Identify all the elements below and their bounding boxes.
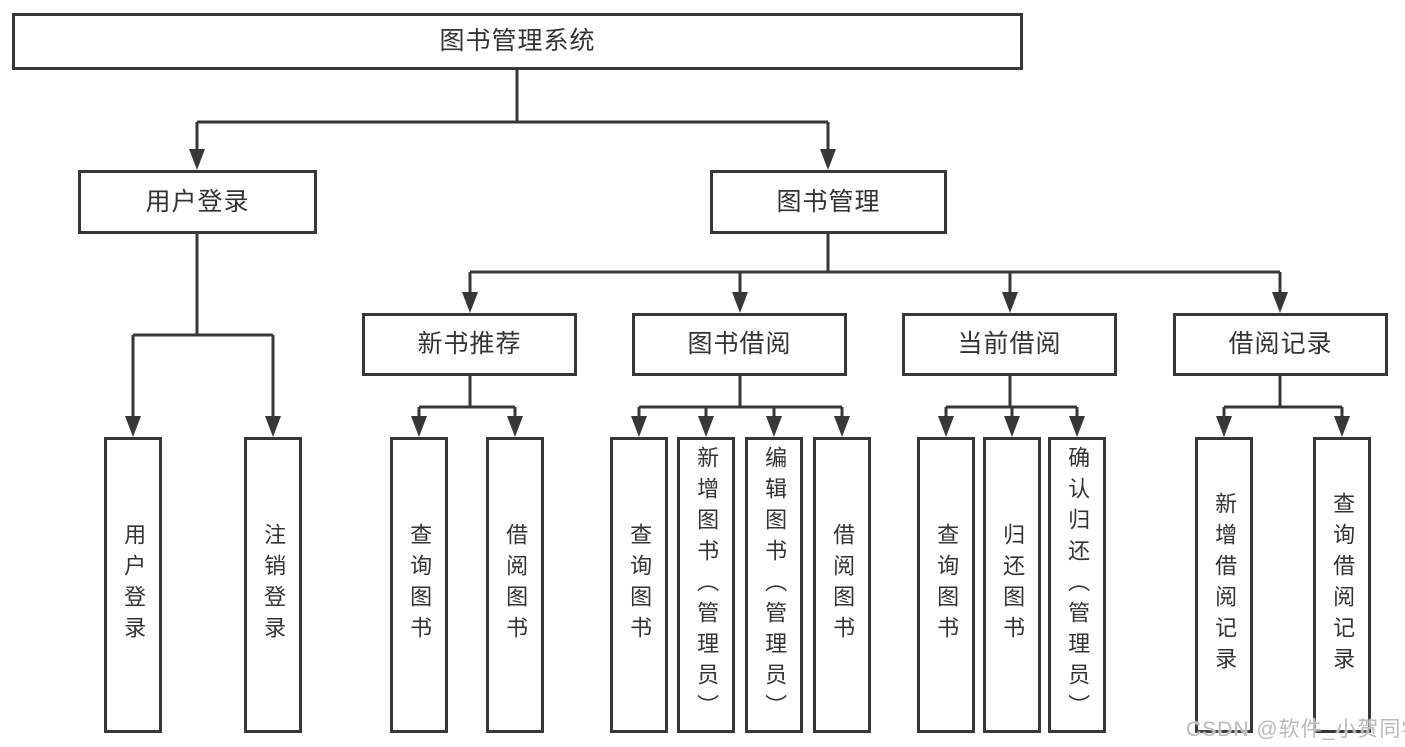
leaf-user-login: 用户登录 [104,437,162,733]
leaf-user-login-label: 用户登录 [121,523,147,647]
node-borrowing-records-label: 借阅记录 [1228,330,1333,358]
leaf-logout: 注销登录 [244,437,302,733]
leaf-add-books-admin: 新增图书（管理员） [677,437,735,733]
node-user-login-label: 用户登录 [145,187,250,216]
leaf-query-books-current-label: 查询图书 [934,523,960,647]
leaf-borrow-books-recommend: 借阅图书 [486,437,544,733]
leaf-query-books-recommend-label: 查询图书 [407,523,433,647]
watermark-text: CSDN @软件_小贺同学 [1186,718,1405,741]
node-new-book-recommend-label: 新书推荐 [417,330,522,358]
leaf-add-borrow-record: 新增借阅记录 [1195,437,1253,733]
leaf-borrow-books: 借阅图书 [813,437,871,733]
leaf-add-books-admin-label: 新增图书（管理员） [694,445,720,725]
leaf-query-books-current: 查询图书 [917,437,975,733]
leaf-query-borrow-record-label: 查询借阅记录 [1330,492,1356,678]
leaf-query-books-recommend: 查询图书 [390,437,448,733]
node-current-borrowing-label: 当前借阅 [957,330,1062,358]
leaf-logout-label: 注销登录 [261,523,287,647]
leaf-confirm-return-admin: 确认归还（管理员） [1048,437,1106,733]
node-book-management-label: 图书管理 [776,187,881,216]
node-new-book-recommend: 新书推荐 [362,313,577,376]
node-root: 图书管理系统 [12,13,1023,70]
node-current-borrowing: 当前借阅 [902,313,1117,376]
leaf-return-books: 归还图书 [983,437,1041,733]
leaf-query-borrow-record: 查询借阅记录 [1313,437,1371,733]
node-root-label: 图书管理系统 [439,27,596,55]
leaf-borrow-books-label: 借阅图书 [830,523,856,647]
node-book-borrowing-label: 图书借阅 [687,330,792,358]
leaf-edit-books-admin: 编辑图书（管理员） [745,437,803,733]
leaf-query-books-borrowing-label: 查询图书 [627,523,653,647]
node-user-login: 用户登录 [78,170,317,234]
leaf-add-borrow-record-label: 新增借阅记录 [1212,492,1238,678]
leaf-return-books-label: 归还图书 [1000,523,1026,647]
arrowheads [125,149,1350,437]
node-book-management: 图书管理 [710,170,947,234]
leaf-borrow-books-recommend-label: 借阅图书 [503,523,529,647]
leaf-query-books-borrowing: 查询图书 [610,437,668,733]
node-borrowing-records: 借阅记录 [1173,313,1388,376]
leaf-edit-books-admin-label: 编辑图书（管理员） [762,445,788,725]
node-book-borrowing: 图书借阅 [632,313,847,376]
leaf-confirm-return-admin-label: 确认归还（管理员） [1065,445,1091,725]
